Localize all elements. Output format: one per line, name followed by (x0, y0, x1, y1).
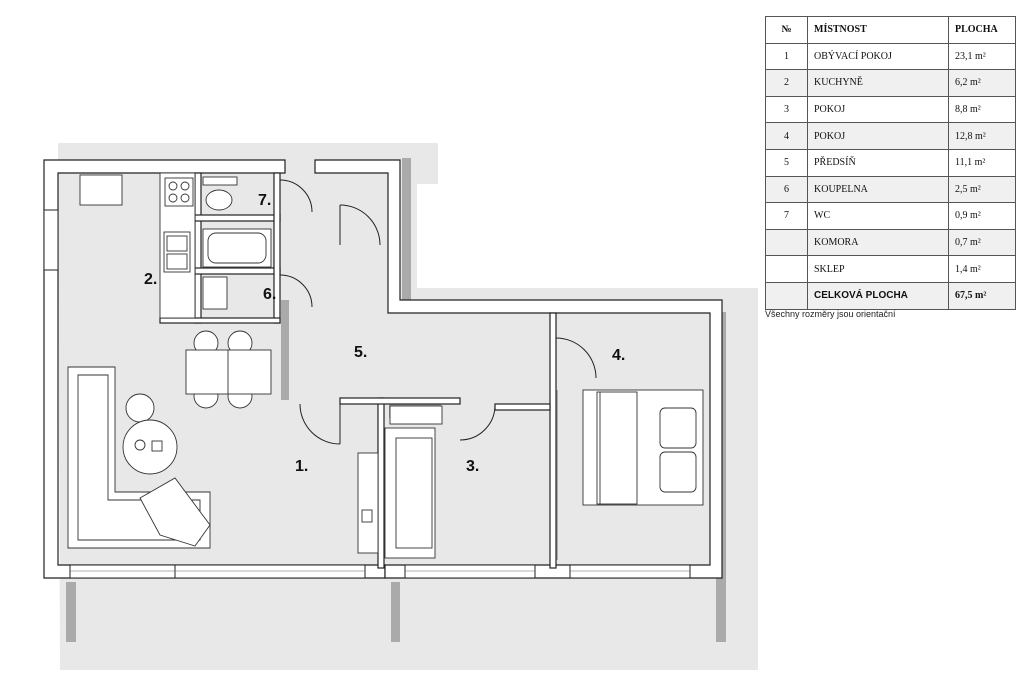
table-row: 7 WC 0,9 m² (765, 202, 1016, 230)
room-area-table: № MÍSTNOST PLOCHA 1 OBÝVACÍ POKOJ 23,1 m… (765, 16, 1016, 310)
cell-area: 11,1 m² (948, 148, 1016, 177)
header-area: PLOCHA (948, 16, 1016, 44)
total-label: CELKOVÁ PLOCHA (807, 281, 949, 310)
room-label-2: 2. (144, 271, 157, 288)
table-total-row: CELKOVÁ PLOCHA 67,5 m² (765, 281, 1016, 310)
cell-area: 8,8 m² (948, 95, 1016, 124)
cell-room: POKOJ (807, 122, 949, 150)
cell-area: 12,8 m² (948, 122, 1016, 150)
table-row: 6 KOUPELNA 2,5 m² (765, 175, 1016, 204)
room-label-3: 3. (466, 458, 479, 475)
table-row: 1 OBÝVACÍ POKOJ 23,1 m² (765, 42, 1016, 71)
cell-area: 0,7 m² (948, 228, 1016, 257)
cell-room: KOUPELNA (807, 175, 949, 204)
bathroom-fixtures (202, 176, 272, 310)
room-label-1: 1. (295, 458, 308, 475)
cell-number (765, 228, 808, 257)
room-labels: 1. 2. 3. 4. 5. 6. 7. (144, 192, 625, 475)
cell-number: 7 (765, 202, 808, 230)
cell-area: 2,5 m² (948, 175, 1016, 204)
cell-number: 2 (765, 69, 808, 97)
cell-number: 1 (765, 42, 808, 71)
table-row: 5 PŘEDSÍŇ 11,1 m² (765, 148, 1016, 177)
cell-area: 23,1 m² (948, 42, 1016, 71)
cell-room: KUCHYNĚ (807, 69, 949, 97)
coffee-tables (122, 393, 178, 475)
header-room: MÍSTNOST (807, 16, 949, 44)
cell-number (765, 255, 808, 283)
windows (43, 209, 691, 579)
cell-room: KOMORA (807, 228, 949, 257)
room3-sofa (384, 405, 443, 559)
kitchen-counter (79, 172, 196, 319)
cell-area: 1,4 m² (948, 255, 1016, 283)
room-label-7: 7. (258, 192, 271, 209)
cell-room: POKOJ (807, 95, 949, 124)
tv-unit (357, 452, 379, 554)
dining-table (185, 330, 272, 409)
cell-room: OBÝVACÍ POKOJ (807, 42, 949, 71)
cell-number: 3 (765, 95, 808, 124)
cell-area: 0,9 m² (948, 202, 1016, 230)
room-label-5: 5. (354, 344, 367, 361)
table-row: 4 POKOJ 12,8 m² (765, 122, 1016, 150)
total-area: 67,5 m² (948, 281, 1016, 310)
cell-number (765, 281, 808, 310)
cell-room: WC (807, 202, 949, 230)
cell-room: PŘEDSÍŇ (807, 148, 949, 177)
cell-area: 6,2 m² (948, 69, 1016, 97)
table-row: 3 POKOJ 8,8 m² (765, 95, 1016, 124)
header-number: № (765, 16, 808, 44)
table-header-row: № MÍSTNOST PLOCHA (765, 16, 1016, 44)
table-row: SKLEP 1,4 m² (765, 255, 1016, 283)
room-label-6: 6. (263, 286, 276, 303)
interior-walls (159, 172, 557, 569)
room-label-4: 4. (612, 347, 625, 364)
table-row: KOMORA 0,7 m² (765, 228, 1016, 257)
disclaimer-note: Všechny rozměry jsou orientační (765, 309, 896, 319)
cell-number: 5 (765, 148, 808, 177)
cell-number: 4 (765, 122, 808, 150)
door-swings (279, 179, 597, 445)
sofa (67, 366, 211, 549)
double-bed (582, 389, 704, 506)
cell-room: SKLEP (807, 255, 949, 283)
cell-number: 6 (765, 175, 808, 204)
table-row: 2 KUCHYNĚ 6,2 m² (765, 69, 1016, 97)
